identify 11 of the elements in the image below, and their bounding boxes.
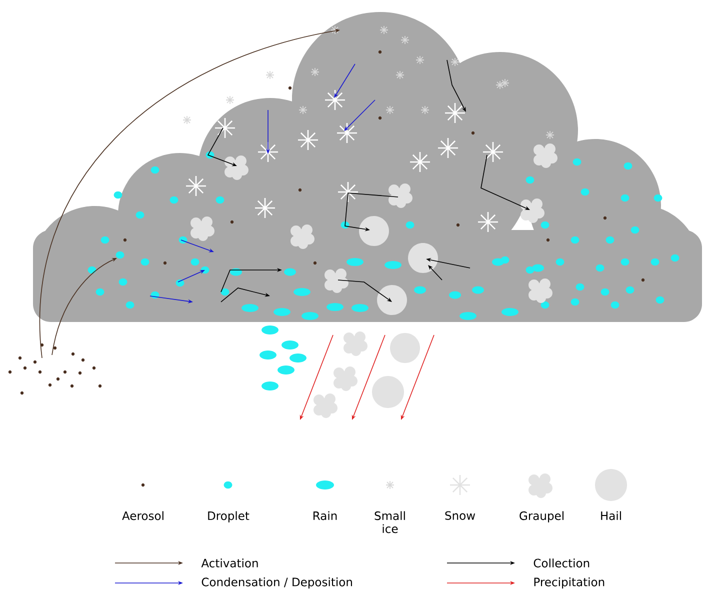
legend-label: Hail [601, 511, 621, 520]
legend-label: Aerosol [122, 511, 164, 520]
legend-label: Graupel [520, 511, 564, 522]
legend-label: Condensation / Deposition [202, 577, 352, 589]
legend-label: Snow [445, 511, 476, 520]
legend-label: Activation [201, 558, 258, 568]
legend-label: Collection [534, 558, 590, 568]
legend-label: Small ice [374, 511, 405, 534]
legend-label: Precipitation [534, 577, 604, 589]
legend-label: Rain [314, 511, 337, 520]
legend-label: Droplet [208, 511, 250, 522]
